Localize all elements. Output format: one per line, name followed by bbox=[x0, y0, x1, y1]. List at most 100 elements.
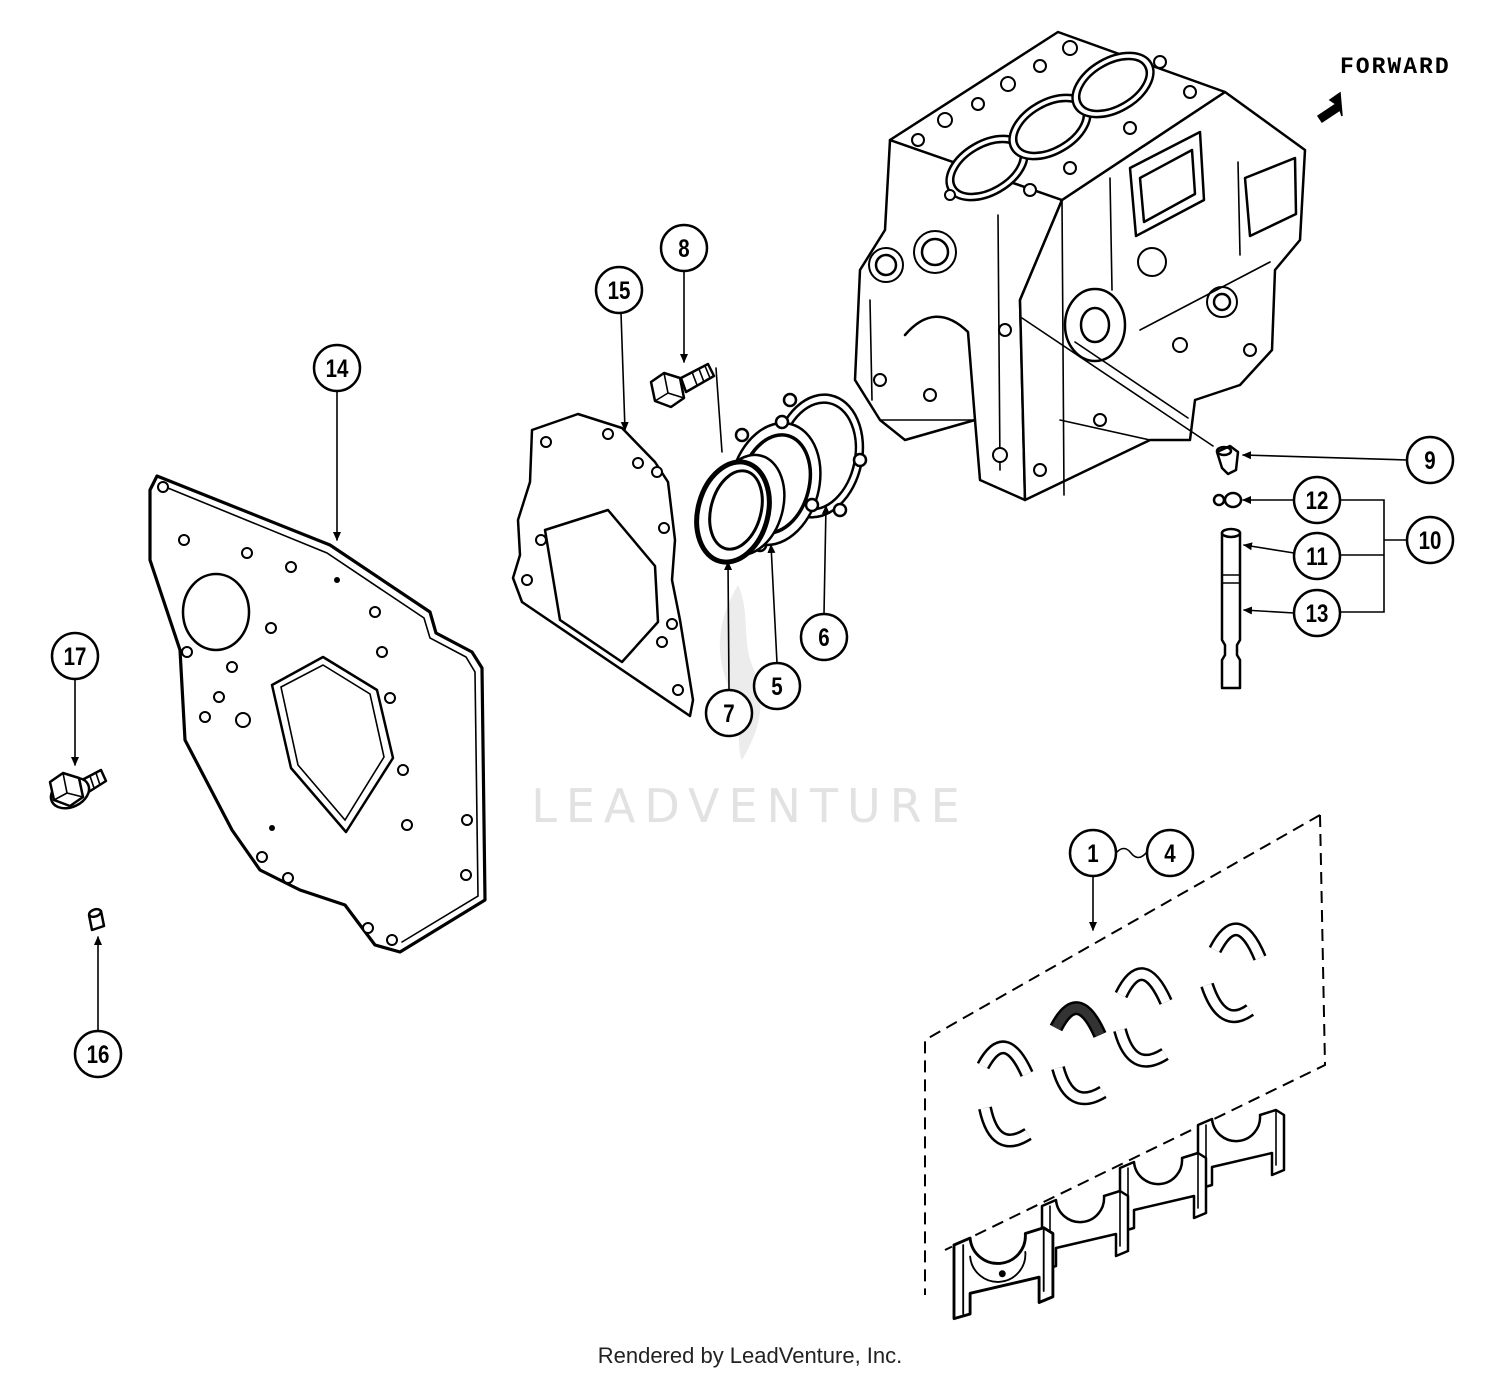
plate-hole bbox=[460, 869, 472, 881]
dowel-part-16 bbox=[87, 907, 106, 932]
side-port bbox=[1137, 247, 1167, 277]
gasket-lobe bbox=[852, 452, 868, 468]
arrow-icon bbox=[1316, 91, 1343, 124]
bearing-set bbox=[924, 814, 1327, 1321]
callout-label: 11 bbox=[1306, 542, 1328, 570]
plate-hole bbox=[401, 819, 413, 831]
callout-14[interactable]: 14 bbox=[312, 343, 362, 393]
callout-1[interactable]: 1 bbox=[1068, 828, 1118, 878]
callout-label: 1 bbox=[1087, 839, 1099, 867]
callout-12[interactable]: 12 bbox=[1292, 475, 1342, 525]
leader-5 bbox=[767, 544, 778, 664]
bearing-shell-upper-face bbox=[1210, 925, 1265, 960]
engine-block bbox=[853, 30, 1307, 502]
forward-label: FORWARD bbox=[1340, 54, 1451, 80]
housing-boss bbox=[734, 427, 750, 443]
callout-label: 8 bbox=[678, 234, 690, 262]
side-rail bbox=[1139, 261, 1271, 331]
alignment-line bbox=[1074, 341, 1189, 419]
bolt-part-17 bbox=[48, 768, 108, 810]
plate-part-14 bbox=[148, 474, 487, 954]
watermark-text: LEADVENTURE bbox=[531, 779, 969, 833]
bearing-shell-lower-face bbox=[980, 1106, 1031, 1145]
callout-label: 16 bbox=[87, 1040, 110, 1068]
side-window bbox=[1128, 130, 1206, 238]
plate-hole bbox=[397, 764, 409, 776]
bolt-head-edges bbox=[654, 372, 685, 402]
deck-hole bbox=[911, 133, 925, 147]
callout-label: 10 bbox=[1419, 526, 1442, 554]
callout-circle bbox=[752, 661, 802, 711]
seal-part-7 bbox=[694, 453, 786, 565]
front-hole bbox=[992, 447, 1008, 463]
callout-label: 13 bbox=[1306, 599, 1329, 627]
callout-label: 9 bbox=[1424, 446, 1435, 474]
callout-label: 12 bbox=[1306, 486, 1329, 514]
side-rib bbox=[1109, 177, 1113, 291]
bearing-cap-body bbox=[1118, 1151, 1208, 1234]
front-rib bbox=[997, 214, 1001, 471]
callout-17[interactable]: 17 bbox=[50, 631, 100, 681]
front-hole bbox=[923, 388, 937, 402]
plate-hole bbox=[256, 851, 268, 863]
deck-hole bbox=[1123, 121, 1137, 135]
leader-15 bbox=[620, 312, 629, 431]
callout-label: 4 bbox=[1164, 839, 1176, 867]
callout-6[interactable]: 6 bbox=[799, 612, 849, 662]
callout-circle bbox=[1292, 531, 1342, 581]
bearing-caps bbox=[952, 1108, 1286, 1321]
plate-hole bbox=[213, 691, 225, 703]
bearing-cap-body bbox=[1040, 1189, 1130, 1272]
callout-circle bbox=[1405, 435, 1455, 485]
gasket-hole bbox=[672, 684, 684, 696]
gasket-hole bbox=[535, 534, 547, 546]
callout-9[interactable]: 9 bbox=[1405, 435, 1455, 485]
plate-holes bbox=[157, 481, 473, 946]
bearing-cap bbox=[1118, 1151, 1208, 1234]
callout-7[interactable]: 7 bbox=[704, 688, 754, 738]
callout-10[interactable]: 10 bbox=[1405, 515, 1455, 565]
plate-hole bbox=[386, 934, 398, 946]
gasket-lobe bbox=[782, 392, 798, 408]
deck-hole bbox=[1062, 40, 1078, 56]
callout-15[interactable]: 15 bbox=[594, 265, 644, 315]
shaft-part-13 bbox=[1220, 527, 1242, 690]
bearing-boss bbox=[1063, 287, 1127, 363]
alignment-line bbox=[1021, 317, 1214, 447]
plate-hole bbox=[282, 872, 294, 884]
cylinder-bore-3 bbox=[1071, 51, 1155, 119]
callout-label: 15 bbox=[608, 276, 631, 304]
callout-8[interactable]: 8 bbox=[659, 223, 709, 273]
callout-circle bbox=[1292, 475, 1342, 525]
callout-4[interactable]: 4 bbox=[1145, 828, 1195, 878]
front-face-details bbox=[868, 214, 1012, 471]
plate-hole bbox=[241, 547, 253, 559]
bearing-shell-lower-face bbox=[1202, 983, 1253, 1021]
leader-13 bbox=[1243, 606, 1295, 615]
callout-16[interactable]: 16 bbox=[73, 1029, 123, 1079]
bolt-alignment-line bbox=[715, 367, 723, 453]
plate-cutout bbox=[270, 655, 395, 834]
side-hole bbox=[1033, 463, 1047, 477]
callout-label: 14 bbox=[326, 354, 349, 382]
small-ring bbox=[1212, 493, 1226, 507]
front-port-inner bbox=[874, 253, 898, 277]
bearing-cap-mark bbox=[998, 1270, 1006, 1278]
front-rib bbox=[869, 299, 873, 401]
plate-hole bbox=[199, 711, 211, 723]
gasket-outline bbox=[511, 412, 695, 718]
bearing-shell-upper-face bbox=[1116, 969, 1171, 1004]
plate-hole bbox=[265, 622, 277, 634]
bearing-cap-body bbox=[1196, 1108, 1286, 1191]
bolt-thread bbox=[691, 365, 711, 386]
plate-hole bbox=[384, 692, 396, 704]
group-boundary bbox=[944, 814, 1327, 1251]
plate-inner-edge bbox=[162, 485, 479, 943]
callout-5[interactable]: 5 bbox=[752, 661, 802, 711]
callout-13[interactable]: 13 bbox=[1292, 588, 1342, 638]
callout-11[interactable]: 11 bbox=[1292, 531, 1342, 581]
deck-hole bbox=[1183, 85, 1197, 99]
gasket-cutout bbox=[543, 508, 660, 664]
side-face-details bbox=[1033, 130, 1298, 496]
deck-hole bbox=[937, 112, 953, 128]
